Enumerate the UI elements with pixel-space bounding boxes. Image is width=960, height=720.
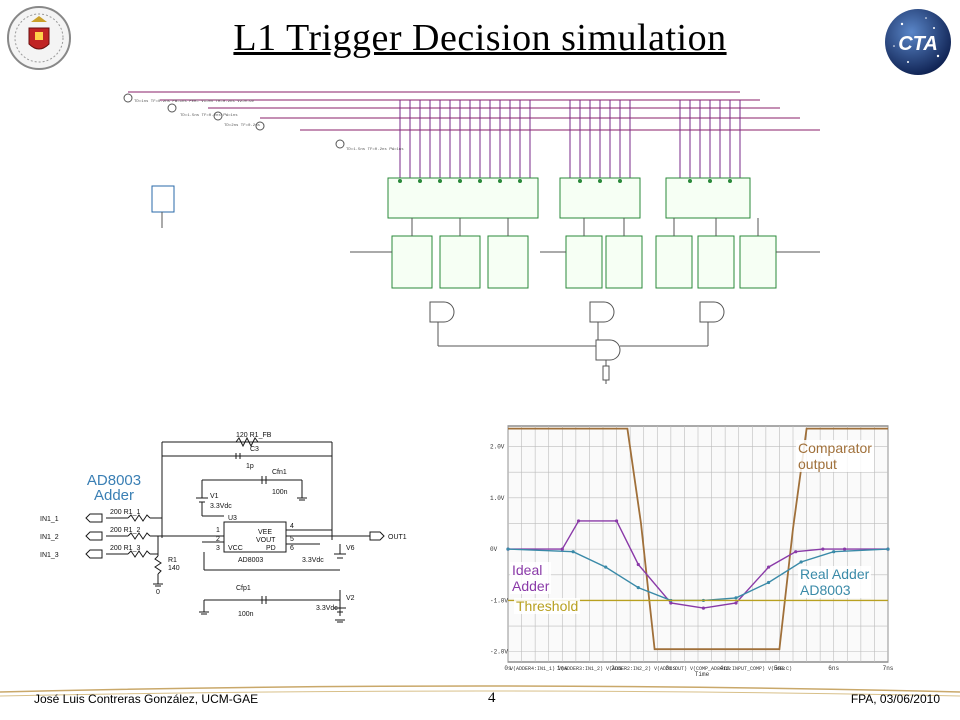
pin-3: 3 xyxy=(216,545,220,552)
x-axis-label: Time xyxy=(695,671,710,678)
real-adder-annotation: Real Adder AD8003 xyxy=(798,566,872,598)
series-point-ideal xyxy=(734,601,738,605)
series-point-real xyxy=(604,565,608,569)
ad8003-adder-schematic: 120 R1_FB C3 1p Cfn1 100n V1 3.3Vdc U3 V… xyxy=(40,432,407,623)
ground-label: 0 xyxy=(156,589,160,596)
svg-text:TD=1.5ns TF=0.2ns PW=1ns: TD=1.5ns TF=0.2ns PW=1ns xyxy=(346,148,404,152)
trigger-circuit-schematic: TD=1ns TF=0.2ns PW=1ns PER= V1=0V TR=0.2… xyxy=(123,91,820,384)
fb-res-label: 120 R1_FB xyxy=(236,432,272,439)
series-point-ideal xyxy=(669,601,673,605)
output-label: OUT1 xyxy=(388,534,407,541)
cfn1-value: 100n xyxy=(272,489,288,496)
series-point-real xyxy=(799,560,803,564)
comparator-annotation-line1: Comparator xyxy=(798,440,872,456)
x-tick-label: 7ns xyxy=(883,665,894,672)
ideal-annotation-line2: Adder xyxy=(512,578,550,594)
cfn1-label: Cfn1 xyxy=(272,469,287,476)
adder-annotation-line1: AD8003 xyxy=(86,472,142,489)
real-annotation-line1: Real Adder xyxy=(800,566,870,582)
v1-label: V1 xyxy=(210,493,219,500)
chip-pin-vout: VOUT xyxy=(256,537,276,544)
comparator-annotation-line2: output xyxy=(798,456,837,472)
input-label-1: IN1_1 xyxy=(40,516,59,523)
x-tick-label: 2ns xyxy=(611,665,622,672)
x-tick-label: 4ns xyxy=(720,665,731,672)
v2-label: V2 xyxy=(346,595,355,602)
page-number: 4 xyxy=(488,690,496,706)
cfp1-label: Cfp1 xyxy=(236,585,251,592)
r1-label: R1 xyxy=(168,557,177,564)
input-res-1: 200 R1_1 xyxy=(110,509,140,516)
series-point-ideal xyxy=(636,562,640,567)
series-point-ideal xyxy=(821,547,825,551)
series-point-real xyxy=(636,586,640,590)
series-point-real xyxy=(832,550,836,554)
input-res-3: 200 R1_3 xyxy=(110,545,140,552)
x-tick-label: 6ns xyxy=(828,665,839,672)
series-point-real xyxy=(571,550,575,554)
cta-logo: CTA xyxy=(885,9,951,75)
adder-annotation: AD8003 Adder xyxy=(78,473,150,503)
pin-1: 1 xyxy=(216,527,220,534)
cfp1-value: 100n xyxy=(238,611,254,618)
series-point-ideal xyxy=(614,519,619,523)
footer-venue-date: FPA, 03/06/2010 xyxy=(850,692,940,706)
series-point-ideal xyxy=(794,550,798,554)
chip-name: AD8003 xyxy=(238,557,263,564)
chip-pin-pd: PD xyxy=(266,545,276,552)
pin-2: 2 xyxy=(216,536,220,543)
footer-author: José Luis Contreras González, UCM-GAE xyxy=(34,692,259,706)
v2-value: 3.3Vdc xyxy=(316,605,338,612)
pin-5: 5 xyxy=(290,536,294,543)
series-point-ideal xyxy=(842,547,847,551)
cta-logo-text: CTA xyxy=(898,33,938,55)
series-point-ideal xyxy=(701,606,706,610)
svg-text:TD=1.5ns TF=0.2ns PW=1ns: TD=1.5ns TF=0.2ns PW=1ns xyxy=(180,114,238,118)
y-tick-label: 0V xyxy=(490,546,498,553)
comparator-annotation: Comparator output xyxy=(796,440,874,472)
adder-annotation-line2: Adder xyxy=(93,487,135,504)
c3-value: 1p xyxy=(246,463,254,470)
series-point-ideal xyxy=(560,547,564,551)
university-seal-logo xyxy=(7,6,71,70)
y-tick-label: 1.0V xyxy=(490,495,505,502)
svg-text:TD=2ns TF=0.2ns: TD=2ns TF=0.2ns xyxy=(224,124,261,128)
y-tick-label: -2.0V xyxy=(490,649,508,656)
input-res-2: 200 R1_2 xyxy=(110,527,140,534)
chip-pin-vcc: VCC xyxy=(228,545,243,552)
pin-4: 4 xyxy=(290,523,294,530)
v6-value: 3.3Vdc xyxy=(302,557,324,564)
ideal-adder-annotation: Ideal Adder xyxy=(510,562,552,594)
series-point-ideal xyxy=(576,519,581,523)
svg-text:TD=1ns TF=0.2ns PW=1ns PER= V1: TD=1ns TF=0.2ns PW=1ns PER= V1=0V TR=0.2… xyxy=(134,100,255,104)
u3-label: U3 xyxy=(228,515,237,522)
x-tick-label: 3ns xyxy=(665,665,676,672)
series-point-real xyxy=(766,580,771,585)
x-tick-label: 0s xyxy=(504,665,512,672)
footer-decoration xyxy=(0,685,960,697)
input-label-2: IN1_2 xyxy=(40,534,59,541)
v1-value: 3.3Vdc xyxy=(210,503,232,510)
pin-6: 6 xyxy=(290,545,294,552)
r1-value: 140 xyxy=(168,565,180,572)
ideal-annotation-line1: Ideal xyxy=(512,562,543,578)
c3-label: C3 xyxy=(250,446,259,453)
x-tick-label: 5ns xyxy=(774,665,785,672)
x-tick-label: 1ns xyxy=(557,665,568,672)
v6-label: V6 xyxy=(346,545,355,552)
series-point-real xyxy=(734,596,738,600)
series-point-ideal xyxy=(766,565,771,569)
series-point-real xyxy=(886,547,890,551)
chip-pin-vee: VEE xyxy=(258,529,272,536)
input-label-3: IN1_3 xyxy=(40,552,59,559)
slide-title: L1 Trigger Decision simulation xyxy=(233,17,727,59)
series-point-real xyxy=(506,547,510,551)
threshold-annotation: Threshold xyxy=(514,598,581,614)
y-tick-label: -1.0V xyxy=(490,597,508,604)
real-annotation-line2: AD8003 xyxy=(800,582,851,598)
plot-legend-strip: V(ADDER4:IN1_1) V(ADDER3:IN1_2) V(ADDER2… xyxy=(510,666,792,672)
y-tick-label: 2.0V xyxy=(490,444,505,451)
